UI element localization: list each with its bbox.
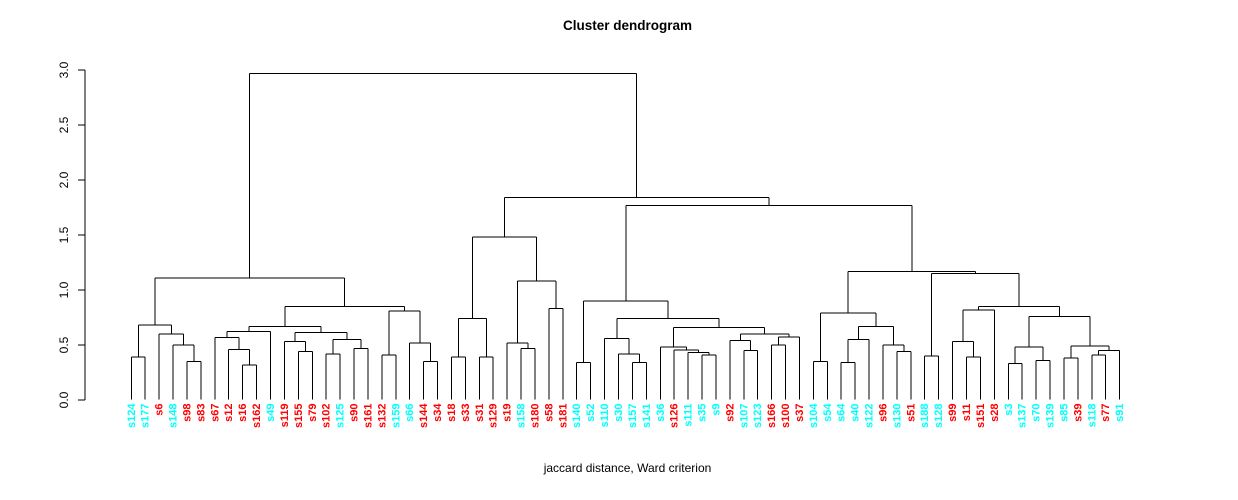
leaf-label: s137 bbox=[1017, 404, 1029, 428]
leaf-label: s118 bbox=[1086, 404, 1098, 428]
y-tick-label: 1.5 bbox=[57, 226, 71, 243]
leaf-label: s91 bbox=[1114, 404, 1126, 422]
leaf-label: s54 bbox=[822, 403, 834, 422]
leaf-label: s83 bbox=[195, 404, 207, 422]
leaf-label: s90 bbox=[349, 404, 361, 422]
leaf-label: s49 bbox=[265, 404, 277, 422]
y-tick-label: 1.0 bbox=[57, 281, 71, 298]
leaf-label: s70 bbox=[1031, 404, 1043, 422]
leaf-label: s92 bbox=[724, 404, 736, 422]
leaf-label: s52 bbox=[585, 404, 597, 422]
leaf-label: s180 bbox=[529, 404, 541, 428]
y-tick-label: 3.0 bbox=[57, 61, 71, 78]
leaf-label: s159 bbox=[390, 404, 402, 428]
leaf-label: s162 bbox=[251, 404, 263, 428]
leaf-label: s36 bbox=[655, 404, 667, 422]
leaf-label: s67 bbox=[209, 404, 221, 422]
leaf-label: s33 bbox=[460, 404, 472, 422]
y-tick-label: 0.0 bbox=[57, 391, 71, 408]
dendrogram-branches bbox=[130, 72, 1121, 400]
leaf-label: s130 bbox=[891, 404, 903, 428]
leaf-label: s148 bbox=[168, 404, 180, 428]
leaf-label: s34 bbox=[432, 403, 444, 422]
leaf-label: s111 bbox=[683, 404, 695, 427]
leaf-label: s177 bbox=[140, 404, 152, 428]
leaf-label: s104 bbox=[808, 403, 820, 428]
leaf-label: s12 bbox=[223, 404, 235, 422]
leaf-label: s110 bbox=[599, 404, 611, 428]
leaf-label: s166 bbox=[766, 404, 778, 428]
y-tick-label: 2.0 bbox=[57, 171, 71, 188]
leaf-label: s77 bbox=[1100, 404, 1112, 422]
leaf-label: s140 bbox=[571, 404, 583, 428]
leaf-label: s58 bbox=[543, 404, 555, 422]
leaf-label: s28 bbox=[989, 404, 1001, 422]
y-tick-label: 0.5 bbox=[57, 336, 71, 353]
leaf-label: s188 bbox=[919, 404, 931, 428]
leaf-label: s64 bbox=[836, 403, 848, 422]
leaf-label: s119 bbox=[279, 404, 291, 428]
x-axis-label: jaccard distance, Ward criterion bbox=[543, 461, 712, 475]
leaf-label: s40 bbox=[850, 404, 862, 422]
leaf-label: s16 bbox=[237, 404, 249, 422]
leaf-label: s122 bbox=[864, 404, 876, 428]
leaf-label: s141 bbox=[641, 404, 653, 428]
leaf-label: s123 bbox=[752, 404, 764, 428]
leaf-label: s3 bbox=[1003, 404, 1015, 416]
y-tick-label: 2.5 bbox=[57, 116, 71, 133]
leaf-label: s9 bbox=[710, 404, 722, 416]
leaf-label: s85 bbox=[1058, 404, 1070, 422]
leaf-label: s151 bbox=[975, 404, 987, 428]
chart-title: Cluster dendrogram bbox=[562, 18, 693, 33]
leaf-label: s132 bbox=[376, 404, 388, 428]
leaf-label: s124 bbox=[126, 403, 138, 428]
leaf-label: s129 bbox=[488, 404, 500, 428]
leaf-label: s35 bbox=[697, 404, 709, 422]
leaf-label: s181 bbox=[557, 404, 569, 428]
leaf-label: s128 bbox=[933, 404, 945, 428]
leaf-label: s79 bbox=[307, 404, 319, 422]
leaf-label: s102 bbox=[321, 404, 333, 428]
leaf-label: s139 bbox=[1045, 404, 1057, 428]
leaf-label: s18 bbox=[446, 404, 458, 422]
leaf-label: s155 bbox=[293, 404, 305, 428]
leaf-label: s39 bbox=[1072, 404, 1084, 422]
leaf-label: s126 bbox=[669, 404, 681, 428]
y-axis: 0.0 0.5 1.0 1.5 2.0 2.5 3.0 bbox=[57, 61, 86, 408]
leaf-label: s158 bbox=[516, 404, 528, 428]
leaf-label: s30 bbox=[613, 404, 625, 422]
leaf-label: s157 bbox=[627, 404, 639, 428]
leaf-label: s99 bbox=[947, 404, 959, 422]
leaf-label: s6 bbox=[154, 404, 166, 416]
leaf-label: s19 bbox=[502, 404, 514, 422]
leaf-label: s125 bbox=[335, 404, 347, 428]
leaf-label: s66 bbox=[404, 404, 416, 422]
leaf-label: s51 bbox=[905, 404, 917, 422]
leaf-label: s11 bbox=[961, 404, 973, 422]
leaf-label: s107 bbox=[738, 404, 750, 428]
leaf-label: s96 bbox=[877, 404, 889, 422]
leaf-label: s161 bbox=[362, 404, 374, 428]
leaf-label: s144 bbox=[418, 403, 430, 428]
leaf-label: s100 bbox=[780, 404, 792, 428]
leaf-label: s37 bbox=[794, 404, 806, 422]
leaf-label: s98 bbox=[181, 404, 193, 422]
leaf-label: s31 bbox=[474, 404, 486, 422]
